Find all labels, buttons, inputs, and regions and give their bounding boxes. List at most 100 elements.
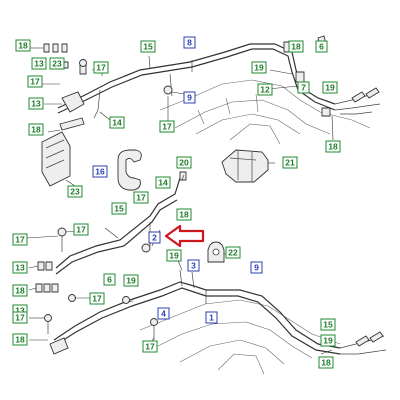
callout-number: 17: [92, 294, 102, 304]
callout-number: 17: [162, 122, 172, 132]
callout-17-c25: 17: [133, 191, 149, 204]
callout-2-c28: 2: [148, 231, 161, 244]
callout-19-c18: 19: [322, 81, 338, 94]
callout-box: [282, 156, 298, 169]
bracket-part-22: [207, 241, 225, 263]
callout-box: [111, 202, 127, 215]
callout-number: 19: [323, 336, 333, 346]
callout-box: [67, 185, 83, 198]
callout-box: [159, 120, 175, 133]
callout-number: 17: [145, 342, 155, 352]
callout-17-c44: 17: [142, 340, 158, 353]
callout-6-c41: 6: [103, 273, 116, 286]
callout-19-c46: 19: [320, 334, 336, 347]
callout-box: [315, 40, 328, 53]
callout-19-c39: 19: [123, 274, 139, 287]
callout-number: 17: [96, 63, 106, 73]
callout-number: 18: [321, 358, 331, 368]
callout-box: [133, 191, 149, 204]
callout-number: 14: [112, 118, 122, 128]
callout-17-c38: 17: [89, 292, 105, 305]
callout-box: [205, 311, 218, 324]
callout-18-c48: 18: [318, 356, 334, 369]
callout-17-c5: 17: [93, 61, 109, 74]
callout-box: [31, 57, 47, 70]
clip-part-21: [221, 149, 269, 183]
clip-part-16: [117, 149, 142, 191]
callout-number: 17: [136, 193, 146, 203]
callout-box: [123, 274, 139, 287]
callout-number: 17: [15, 313, 25, 323]
callout-22-c32: 22: [225, 246, 241, 259]
lower-brake-pipe-assembly: [53, 269, 341, 355]
callout-15-c6: 15: [140, 40, 156, 53]
callout-number: 20: [179, 158, 189, 168]
callout-number: 17: [15, 235, 25, 245]
upper-left-mounting-bracket: [41, 91, 85, 187]
upper-brake-pipe-assembly: [57, 43, 336, 119]
callout-15-c26: 15: [111, 202, 127, 215]
callout-15-c45: 15: [320, 318, 336, 331]
callout-box: [257, 83, 273, 96]
callout-box: [176, 208, 192, 221]
callout-box: [92, 165, 108, 178]
callout-14-c24: 14: [155, 176, 171, 189]
callout-number: 18: [18, 41, 28, 51]
callout-number: 12: [260, 85, 270, 95]
callout-number: 8: [187, 38, 192, 48]
callout-18-c1: 18: [15, 39, 31, 52]
callout-box: [28, 123, 44, 136]
callout-box: [12, 311, 28, 324]
callout-9-c35: 9: [250, 261, 263, 274]
callout-box: [73, 223, 89, 236]
callout-number: 23: [52, 59, 62, 69]
callout-number: 17: [76, 225, 86, 235]
callout-box: [15, 39, 31, 52]
callout-number: 3: [191, 261, 196, 271]
lower-rear-brake-hoses: [339, 331, 387, 355]
callout-18-c19: 18: [325, 140, 341, 153]
callout-box: [12, 233, 28, 246]
callout-number: 7: [301, 83, 306, 93]
callout-box: [320, 318, 336, 331]
upper-front-brake-hoses: [334, 87, 381, 115]
callout-number: 19: [169, 251, 179, 261]
callout-3-c34: 3: [187, 259, 200, 272]
callout-17-c40: 17: [12, 311, 28, 324]
lower-left-fasteners: [35, 261, 158, 355]
callout-23-c20: 23: [67, 185, 83, 198]
callout-box: [322, 81, 338, 94]
callout-number: 2: [152, 233, 157, 243]
callout-number: 14: [158, 178, 168, 188]
callout-box: [142, 340, 158, 353]
callout-18-c8: 18: [288, 40, 304, 53]
callout-box: [28, 97, 44, 110]
callout-number: 13: [31, 99, 41, 109]
callout-box: [166, 249, 182, 262]
callout-17-c29: 17: [12, 233, 28, 246]
callout-number: 19: [126, 276, 136, 286]
callout-box: [12, 333, 28, 346]
callout-number: 22: [228, 248, 238, 258]
callout-19-c15: 19: [251, 61, 267, 74]
callout-number: 13: [15, 306, 25, 316]
callout-box: [318, 356, 334, 369]
callout-18-c27: 18: [176, 208, 192, 221]
callout-box: [325, 140, 341, 153]
callout-14-c11: 14: [109, 116, 125, 129]
callout-number: 17: [30, 77, 40, 87]
callout-7-c16: 7: [297, 81, 310, 94]
callout-number: 23: [70, 187, 80, 197]
callout-box: [187, 259, 200, 272]
callout-number: 18: [328, 142, 338, 152]
callout-box: [183, 91, 196, 104]
callout-number: 9: [254, 263, 259, 273]
callout-18-c12: 18: [28, 123, 44, 136]
callout-box: [49, 57, 65, 70]
callout-13-c10: 13: [28, 97, 44, 110]
callout-number: 21: [285, 158, 295, 168]
callout-23-c4: 23: [49, 57, 65, 70]
middle-brake-pipe-assembly: [55, 171, 187, 275]
callout-box: [103, 273, 116, 286]
